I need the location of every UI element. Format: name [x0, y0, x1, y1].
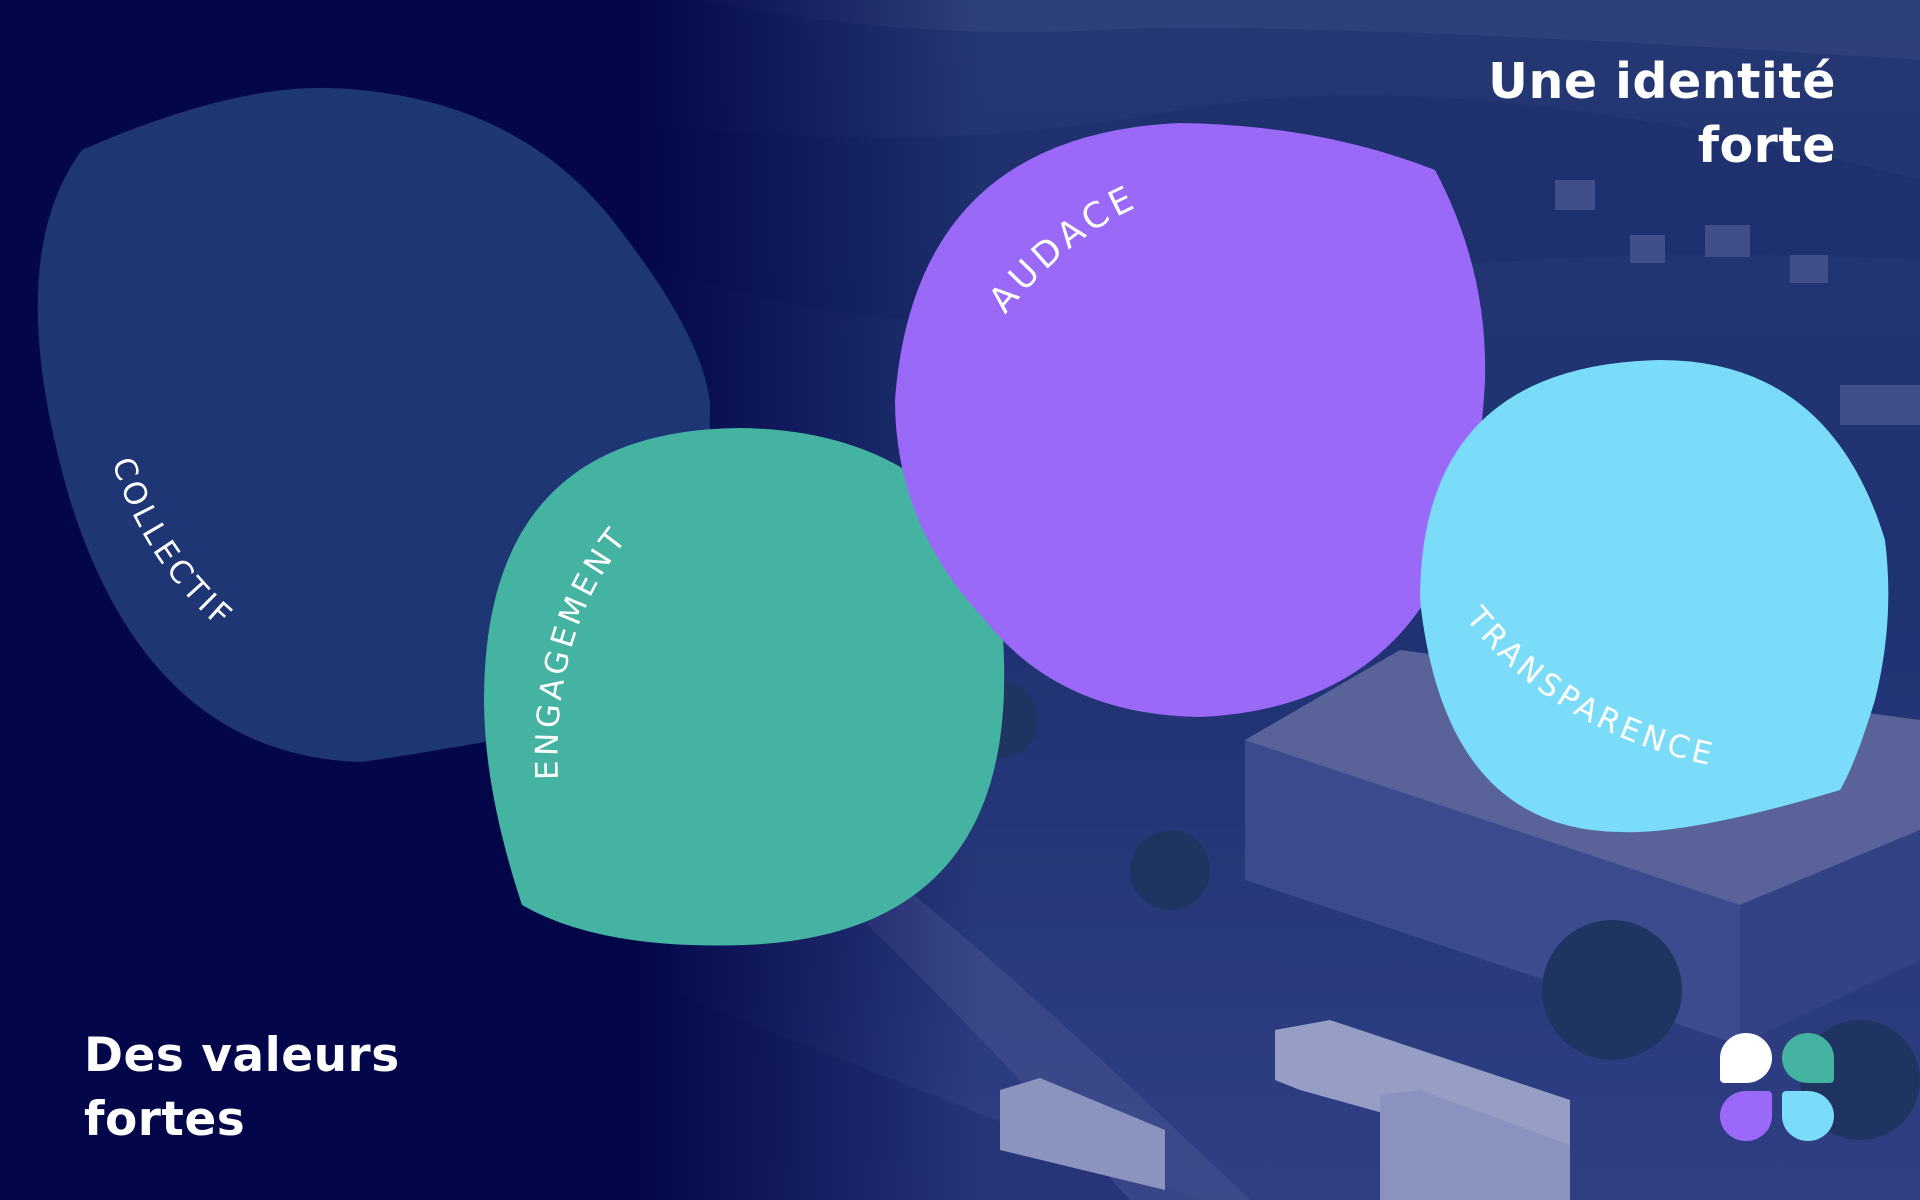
logo-dot-white [1720, 1033, 1772, 1083]
slide-subtitle: Des valeurs fortes [84, 1024, 400, 1152]
trucks [1000, 1020, 1570, 1200]
slide-subtitle-line-2: fortes [84, 1092, 246, 1147]
logo-dot-cyan [1782, 1091, 1834, 1141]
logo-dot-purple [1720, 1091, 1772, 1141]
value-petal-engagement: ENGAGEMENT [484, 428, 1005, 946]
four-petal-dots-logo-icon [1720, 1033, 1836, 1145]
slide-title-line-1: Une identité [1488, 53, 1836, 110]
houses [1555, 180, 1920, 425]
petal-shape [484, 428, 1005, 946]
slide-title: Une identité forte [1488, 50, 1836, 178]
slide-subtitle-line-1: Des valeurs [84, 1028, 400, 1083]
petal-shape [1420, 360, 1889, 833]
value-petal-transparence: TRANSPARENCE [1420, 360, 1889, 833]
petal-shape [895, 123, 1486, 717]
logo-dot-teal [1782, 1033, 1834, 1083]
value-petal-audace: AUDACE [895, 123, 1486, 717]
slide-title-line-2: forte [1697, 117, 1836, 174]
